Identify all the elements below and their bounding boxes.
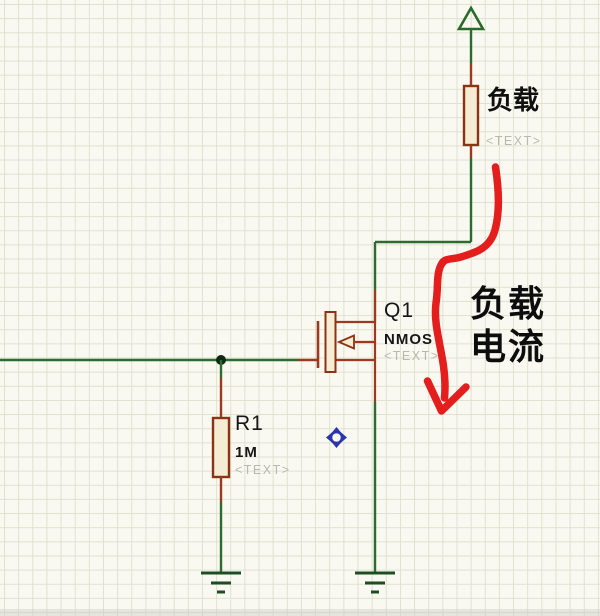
q1-placeholder[interactable]: <TEXT> [384,349,440,363]
canvas-bottom-edge [0,609,600,616]
q1-value-label[interactable]: NMOS [384,331,433,348]
r1-reference-label[interactable]: R1 [235,412,264,435]
load-resistor-label[interactable]: 负载 [487,86,540,116]
r1-placeholder[interactable]: <TEXT> [235,463,291,477]
bulk-arrow-icon [336,334,355,350]
load-resistor-symbol[interactable] [462,63,480,158]
ground-symbol-right[interactable] [355,571,395,594]
nmos-transistor-symbol[interactable] [298,311,377,402]
load-resistor-placeholder[interactable]: <TEXT> [486,134,542,148]
origin-marker-icon[interactable] [326,427,347,448]
power-arrow-icon[interactable] [456,5,486,63]
current-arrow-annotation [423,163,503,415]
r1-value-label[interactable]: 1M [235,444,258,461]
ground-symbol-left[interactable] [201,571,241,594]
drain-wire[interactable] [373,158,473,322]
load-current-caption-line1: 负载 [470,284,547,325]
load-current-caption: 负载 电流 [470,283,546,369]
q1-reference-label[interactable]: Q1 [384,299,415,322]
r1-resistor-symbol[interactable] [211,360,231,572]
load-current-caption-line2: 电流 [470,327,547,368]
gate-wire[interactable] [0,355,298,365]
